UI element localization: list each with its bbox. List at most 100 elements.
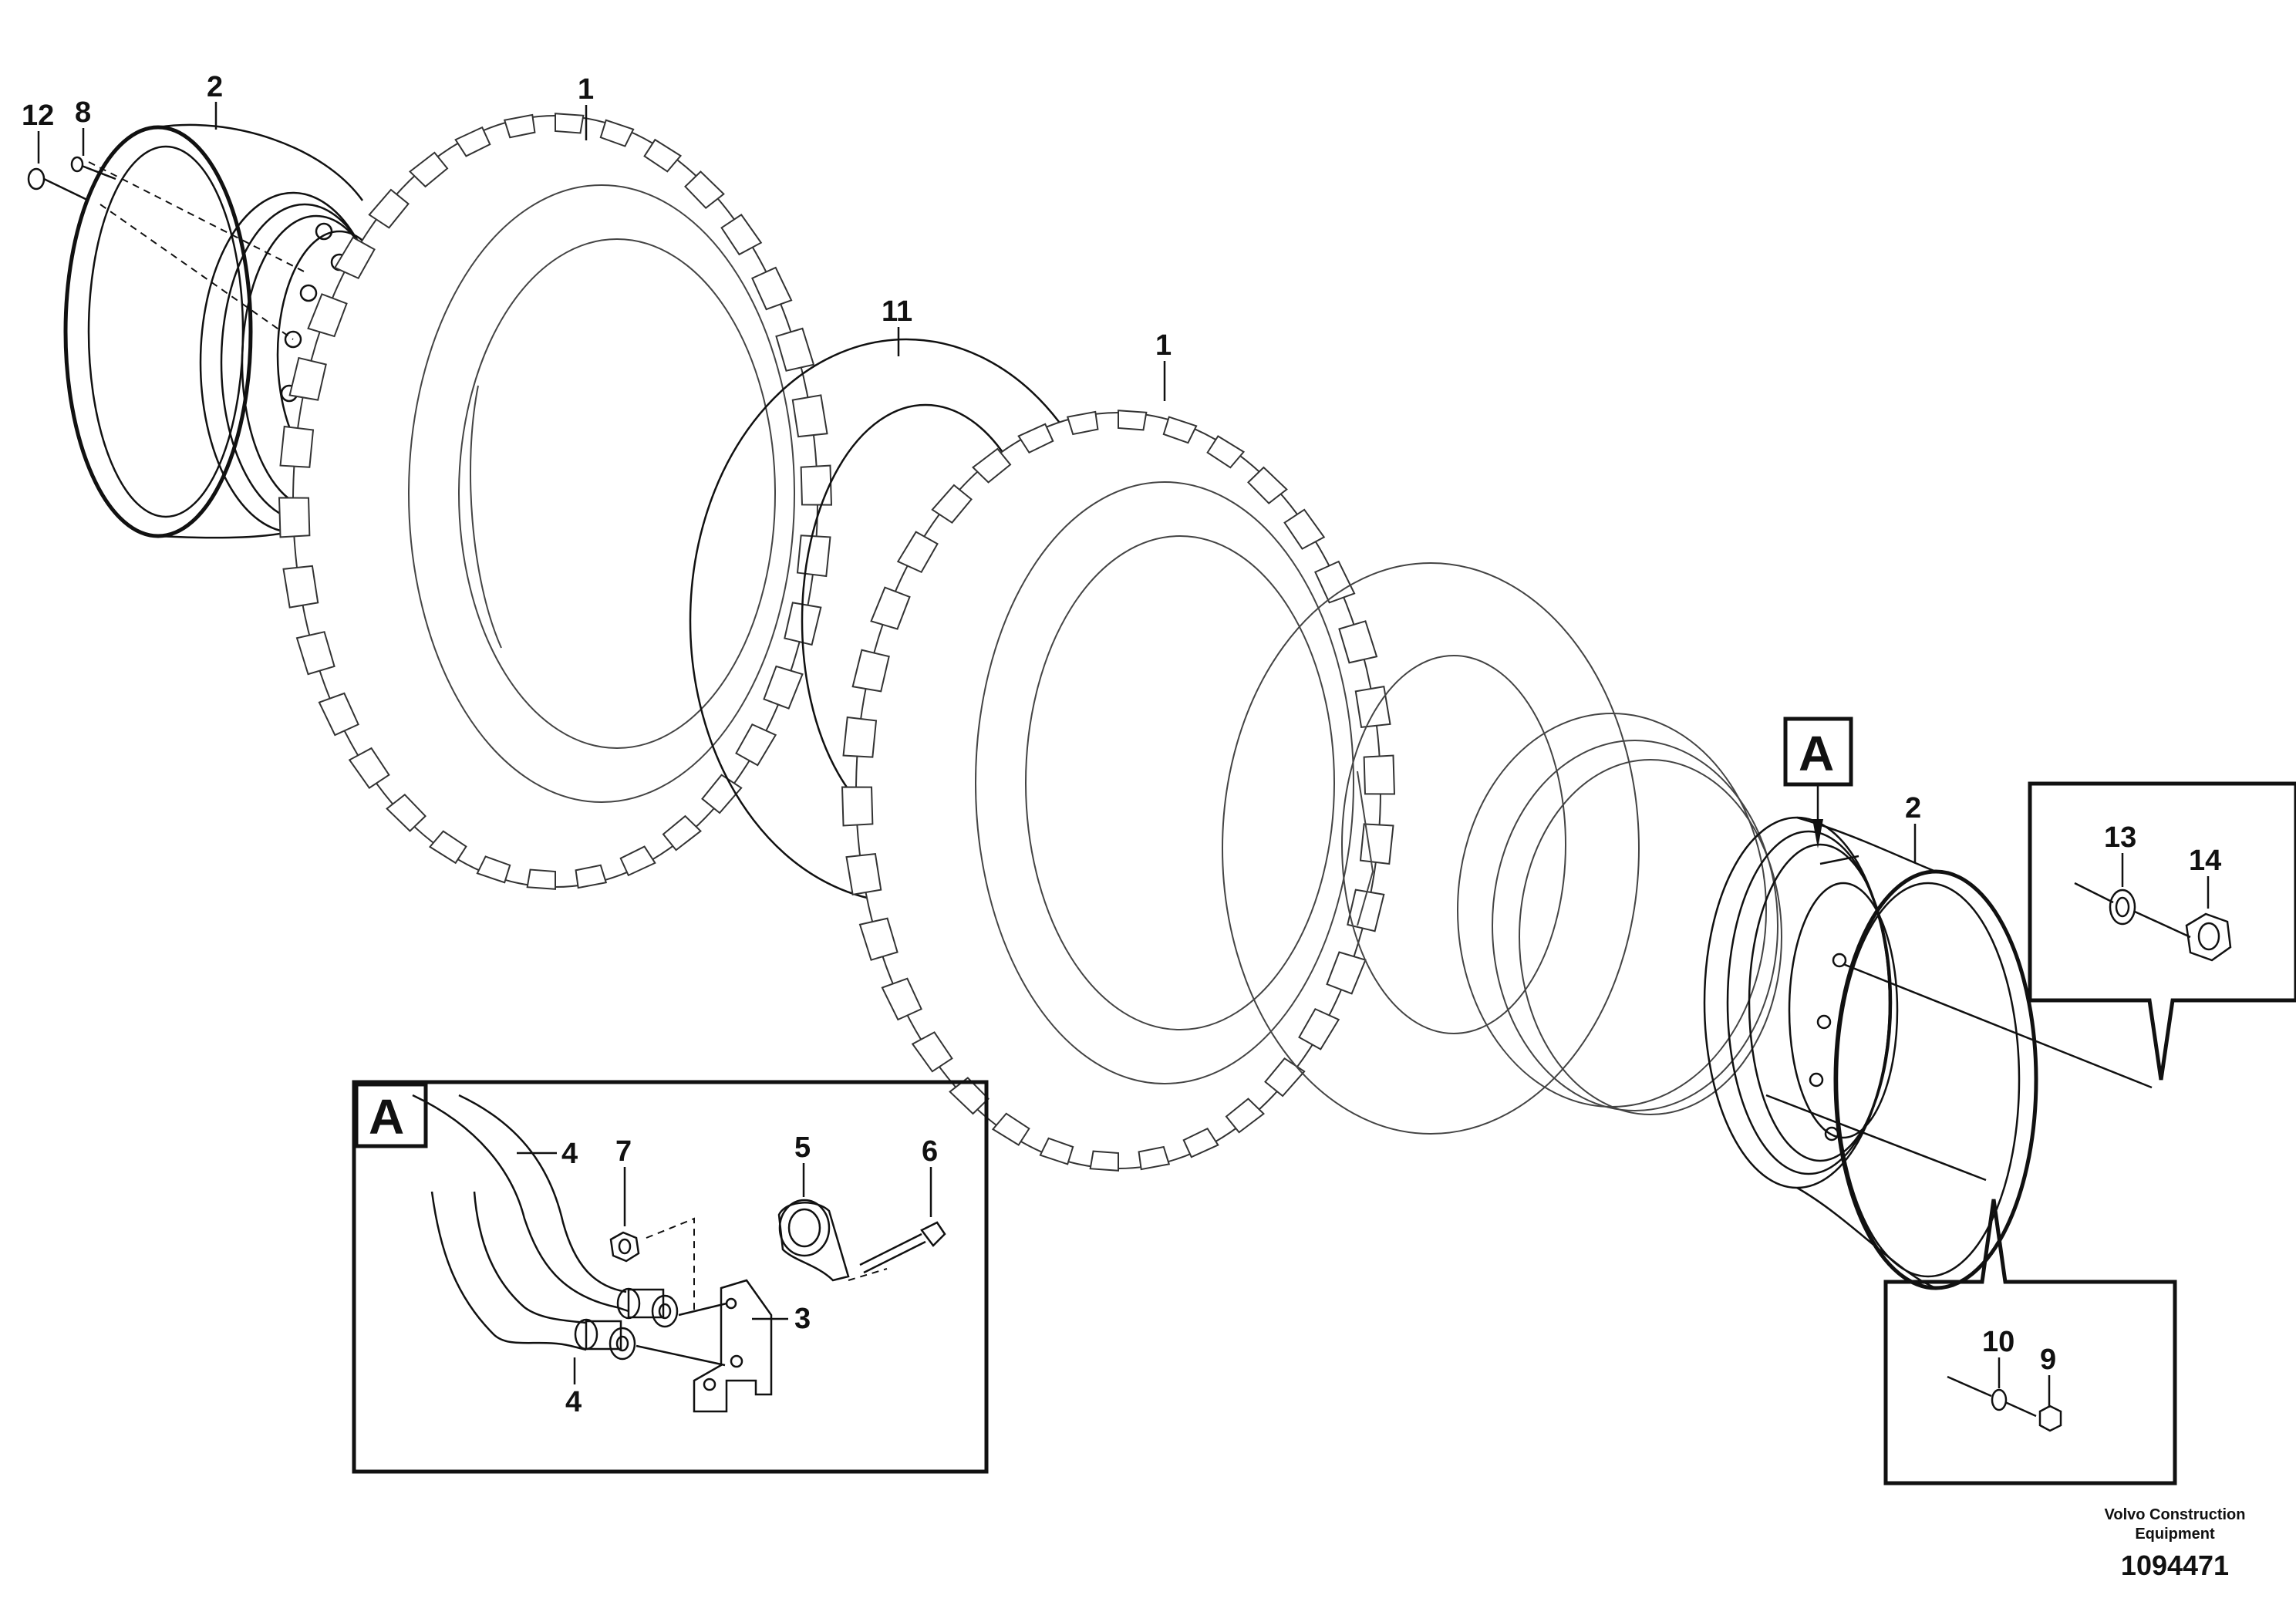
lock-ring — [1457, 713, 1782, 1115]
detail-marker-a: A — [1783, 717, 1853, 848]
tread-lug — [454, 126, 491, 157]
callout-2-right: 2 — [1905, 792, 1921, 824]
callout-12: 12 — [22, 99, 54, 132]
tread-lug — [599, 119, 635, 147]
detail-box-label: A — [369, 1089, 404, 1145]
tread-lug — [1182, 1127, 1219, 1158]
tread-lug — [1338, 620, 1378, 664]
callout-1-mid: 1 — [1155, 329, 1172, 362]
tread-lug — [751, 266, 793, 311]
tread-lug — [796, 534, 831, 578]
tread-lug — [842, 716, 878, 758]
callout-13: 13 — [2104, 821, 2136, 854]
tread-lug — [949, 1077, 990, 1115]
tread-lug — [1354, 685, 1391, 729]
tread-lug — [619, 845, 656, 877]
tread-lug — [896, 531, 939, 574]
tread-lug — [991, 1112, 1030, 1146]
tread-lug — [428, 830, 467, 865]
lug-nut-12 — [27, 167, 89, 202]
tread-lug — [735, 723, 777, 767]
detail-box-washer-nut: 13 14 — [2028, 781, 2296, 1081]
drawing-number: 1094471 — [2121, 1549, 2229, 1581]
tread-lug — [288, 356, 327, 401]
footer: Volvo Construction Equipment 1094471 — [2105, 1506, 2246, 1581]
tread-lug — [282, 565, 319, 609]
tread-lug — [701, 774, 743, 814]
tread-lug — [1039, 1137, 1074, 1165]
tread-lug — [931, 484, 973, 524]
tread-lug — [1089, 1150, 1119, 1172]
company-line2: Equipment — [2135, 1526, 2215, 1543]
tread-lug — [1359, 823, 1394, 865]
callout-9: 9 — [2040, 1344, 2056, 1376]
tread-lug — [368, 188, 410, 229]
callout-14: 14 — [2189, 845, 2221, 877]
detail-box-washer-nut-small: 10 9 — [1883, 1199, 2177, 1485]
tire-middle — [841, 410, 1396, 1172]
tread-lug — [1206, 435, 1246, 469]
tread-lug — [307, 293, 348, 338]
tread-lug — [845, 852, 882, 896]
callout-8: 8 — [75, 96, 91, 129]
rim-right — [1703, 816, 2038, 1290]
bolt-8 — [70, 156, 116, 180]
tread-lug — [791, 394, 828, 438]
company-line1: Volvo Construction — [2105, 1506, 2246, 1523]
callout-2-top: 2 — [207, 71, 223, 103]
svg-text:A: A — [1799, 726, 1834, 781]
tread-lug — [1017, 423, 1054, 454]
tread-lug — [1162, 416, 1198, 444]
tread-lug — [1118, 410, 1148, 431]
tread-lug — [279, 425, 315, 468]
tread-lug — [278, 497, 311, 538]
tread-lug — [800, 464, 833, 506]
callout-3: 3 — [794, 1303, 811, 1335]
callout-10: 10 — [1982, 1326, 2014, 1358]
tread-lug — [555, 113, 585, 134]
tread-lug — [409, 151, 449, 188]
tread-lug — [1298, 1007, 1340, 1050]
tread-lug — [1326, 951, 1367, 995]
callout-5: 5 — [794, 1131, 811, 1164]
tread-lug — [911, 1031, 953, 1073]
tread-lug — [1314, 560, 1356, 604]
tread-lug — [684, 170, 725, 209]
detail-box-a: A 4 7 — [352, 1080, 989, 1474]
callout-6: 6 — [922, 1135, 938, 1168]
callout-11: 11 — [882, 295, 912, 328]
tread-lug — [526, 868, 556, 890]
callout-4-lower: 4 — [565, 1386, 582, 1418]
tread-lug — [1363, 754, 1396, 795]
tread-lug — [841, 786, 874, 827]
tread-lug — [1066, 410, 1099, 436]
tread-lug — [386, 794, 426, 832]
flap-inner — [1222, 562, 1640, 1135]
callout-4-upper: 4 — [561, 1138, 578, 1170]
tread-lug — [476, 855, 511, 884]
callout-7: 7 — [615, 1135, 632, 1168]
tread-lug — [881, 977, 922, 1021]
tread-lug — [870, 586, 911, 630]
tread-lug — [1138, 1145, 1171, 1171]
tread-lug — [318, 692, 359, 737]
tread-lug — [775, 327, 815, 372]
tread-lug — [575, 864, 608, 889]
callout-1-top: 1 — [578, 73, 594, 106]
tread-lug — [851, 649, 890, 693]
tread-lug — [972, 447, 1012, 484]
tread-lug — [1283, 508, 1326, 550]
tread-lug — [333, 236, 376, 280]
tread-lug — [1225, 1098, 1265, 1134]
tread-lug — [720, 214, 763, 256]
tread-lug — [295, 631, 335, 676]
tread-lug — [858, 917, 899, 961]
tread-lug — [1247, 466, 1288, 504]
tread-lug — [763, 665, 804, 710]
tread-lug — [348, 747, 390, 789]
tread-lug — [643, 138, 683, 173]
tread-lug — [662, 814, 702, 851]
tire-left — [278, 113, 833, 890]
tread-lug — [503, 113, 536, 139]
